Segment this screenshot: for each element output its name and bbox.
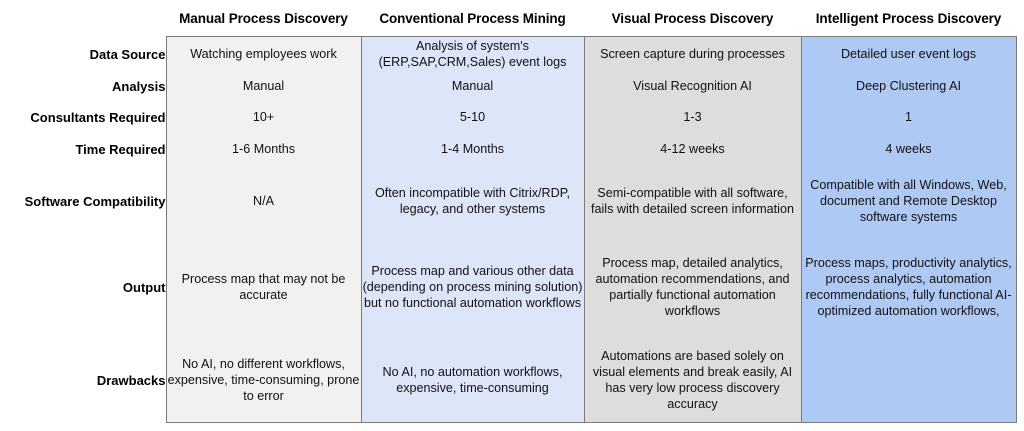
cell-time-visual: 4-12 weeks — [583, 132, 802, 166]
cell-software-intelligent: Compatible with all Windows, Web, docume… — [800, 165, 1017, 237]
cell-analysis-conventional: Manual — [360, 71, 585, 102]
cell-analysis-intelligent: Deep Clustering AI — [800, 71, 1017, 102]
table-row: Analysis Manual Manual Visual Recognitio… — [0, 71, 1017, 102]
cell-time-intelligent: 4 weeks — [800, 132, 1017, 166]
cell-time-conventional: 1-4 Months — [360, 132, 585, 166]
cell-output-visual: Process map, detailed analytics, automat… — [583, 236, 802, 338]
table-row: Output Process map that may not be accur… — [0, 236, 1017, 338]
cell-software-visual: Semi-compatible with all software, fails… — [583, 165, 802, 237]
cell-data-source-visual: Screen capture during processes — [583, 36, 802, 72]
table-row: Time Required 1-6 Months 1-4 Months 4-12… — [0, 132, 1017, 166]
comparison-table: Data Source Watching employees work Anal… — [0, 36, 1017, 423]
cell-time-manual: 1-6 Months — [165, 132, 362, 166]
table-row: Data Source Watching employees work Anal… — [0, 36, 1017, 72]
column-header-conventional-process-mining: Conventional Process Mining — [379, 10, 566, 26]
row-label-data-source: Data Source — [0, 36, 166, 72]
comparison-table-body-wrap: Data Source Watching employees work Anal… — [0, 36, 1024, 423]
column-header-intelligent-process-discovery: Intelligent Process Discovery — [815, 10, 1002, 26]
cell-data-source-manual: Watching employees work — [165, 36, 362, 72]
cell-consultants-manual: 10+ — [165, 101, 362, 133]
row-label-output: Output — [0, 236, 166, 338]
row-label-analysis: Analysis — [0, 71, 166, 102]
cell-output-intelligent: Process maps, productivity analytics, pr… — [800, 236, 1017, 338]
cell-consultants-conventional: 5-10 — [360, 101, 585, 133]
cell-software-manual: N/A — [165, 165, 362, 237]
table-row: Drawbacks No AI, no different workflows,… — [0, 337, 1017, 423]
row-label-consultants-required: Consultants Required — [0, 101, 166, 133]
cell-analysis-manual: Manual — [165, 71, 362, 102]
row-label-software-compatibility: Software Compatibility — [0, 165, 166, 237]
cell-data-source-conventional: Analysis of system's (ERP,SAP,CRM,Sales)… — [360, 36, 585, 72]
cell-analysis-visual: Visual Recognition AI — [583, 71, 802, 102]
row-label-drawbacks: Drawbacks — [0, 337, 166, 423]
cell-consultants-intelligent: 1 — [800, 101, 1017, 133]
cell-software-conventional: Often incompatible with Citrix/RDP, lega… — [360, 165, 585, 237]
header-corner-spacer — [0, 0, 166, 36]
table-row: Software Compatibility N/A Often incompa… — [0, 165, 1017, 237]
row-label-time-required: Time Required — [0, 132, 166, 166]
cell-drawbacks-visual: Automations are based solely on visual e… — [583, 337, 802, 423]
column-header-manual-process-discovery: Manual Process Discovery — [179, 10, 348, 26]
column-header-visual-process-discovery: Visual Process Discovery — [611, 10, 774, 26]
cell-consultants-visual: 1-3 — [583, 101, 802, 133]
cell-drawbacks-conventional: No AI, no automation workflows, expensiv… — [360, 337, 585, 423]
cell-drawbacks-intelligent — [800, 337, 1017, 423]
table-row: Consultants Required 10+ 5-10 1-3 1 — [0, 101, 1017, 133]
cell-output-manual: Process map that may not be accurate — [165, 236, 362, 338]
cell-output-conventional: Process map and various other data (depe… — [360, 236, 585, 338]
cell-drawbacks-manual: No AI, no different workflows, expensive… — [165, 337, 362, 423]
table-column-headers: Manual Process Discovery Conventional Pr… — [0, 0, 1024, 36]
cell-data-source-intelligent: Detailed user event logs — [800, 36, 1017, 72]
